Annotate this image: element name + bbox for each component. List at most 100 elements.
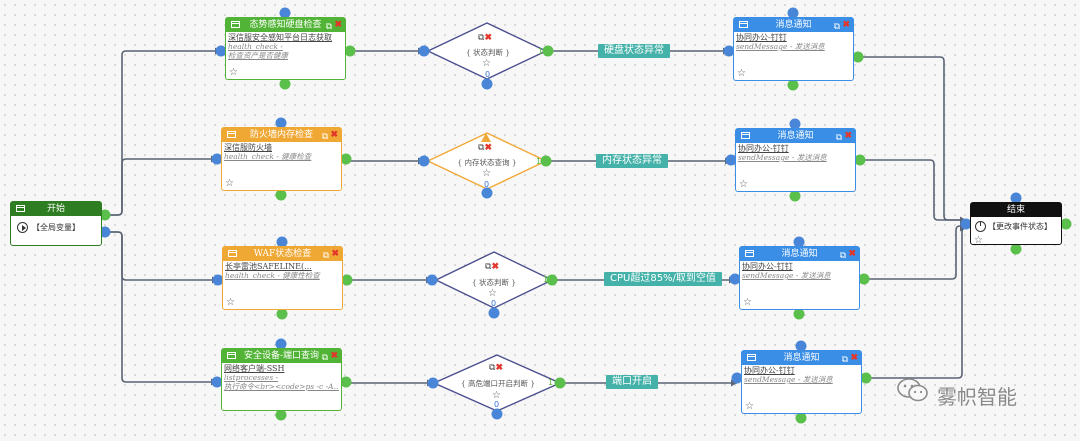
decision-4-text: { 高危端口开启判断 } [460, 379, 536, 388]
window-icon [741, 132, 750, 139]
connection-port [731, 372, 743, 384]
connection-port [795, 340, 807, 352]
task-node-firewall-memory[interactable]: 防火墙内存检查⧉✖ 深信服防火墙 health_check - 健康检查 ☆ [221, 127, 342, 191]
edge-label-disk-abnormal[interactable]: 硬盘状态异常 [598, 44, 670, 58]
star-icon[interactable]: ☆ [737, 68, 746, 79]
copy-icon[interactable]: ⧉ [325, 22, 332, 32]
connection-port [276, 236, 288, 248]
star-icon[interactable]: ☆ [482, 168, 491, 179]
start-title: 开始 [46, 204, 65, 214]
notify-node-4[interactable]: 消息通知⧉✖ 协同办公-钉钉 sendMessage - 发送消息 ☆ [741, 350, 862, 414]
star-icon[interactable]: ☆ [743, 297, 752, 308]
copy-icon[interactable]: ⧉ [489, 363, 496, 373]
edge-line [864, 225, 966, 280]
star-icon[interactable]: ☆ [225, 178, 234, 189]
star-icon[interactable]: ☆ [488, 288, 497, 299]
notify-app: 协同办公-钉钉 [742, 262, 793, 271]
delete-icon[interactable]: ✖ [850, 353, 858, 363]
delete-icon[interactable]: ✖ [848, 249, 856, 259]
task-title: WAF状态检查 [253, 249, 312, 259]
decision-3-tools: ⧉✖ [485, 262, 499, 272]
notify-title: 消息通知 [783, 353, 820, 363]
connection-port [789, 118, 801, 130]
notify-node-1[interactable]: 消息通知⧉✖ 协同办公-钉钉 sendMessage - 发送消息 ☆ [733, 17, 854, 81]
star-icon[interactable]: ☆ [974, 235, 983, 246]
star-icon[interactable]: ☆ [739, 179, 748, 190]
task-action: listprocesses - [224, 373, 279, 382]
star-icon[interactable]: ☆ [229, 67, 238, 78]
copy-icon[interactable]: ⧉ [485, 262, 492, 272]
power-icon[interactable] [975, 221, 986, 232]
connection-port [787, 7, 799, 19]
edge-line [102, 231, 217, 383]
connection-port [279, 7, 291, 19]
task-node-port-query[interactable]: 安全设备-端口查询⧉✖ 网络客户端-SSH listprocesses - 执行… [221, 348, 342, 411]
copy-icon[interactable]: ⧉ [478, 143, 485, 153]
copy-icon[interactable]: ⧉ [478, 33, 485, 43]
delete-icon[interactable]: ✖ [491, 262, 499, 272]
delete-icon[interactable]: ✖ [842, 20, 850, 30]
notify-node-3[interactable]: 消息通知⧉✖ 协同办公-钉钉 sendMessage - 发送消息 ☆ [739, 246, 860, 310]
delete-icon[interactable]: ✖ [484, 33, 492, 43]
task-desc: 检查资产是否健康 [228, 51, 288, 60]
star-icon[interactable]: ☆ [226, 297, 235, 308]
star-icon[interactable]: ☆ [745, 401, 754, 412]
connection-port [418, 155, 430, 167]
task-app: 长亭雷池SAFELINE(... [225, 262, 312, 271]
edge-line [858, 56, 966, 221]
delete-icon[interactable]: ✖ [844, 131, 852, 141]
edge-label-memory-abnormal[interactable]: 内存状态异常 [596, 154, 668, 168]
connection-port [1010, 243, 1022, 255]
task-node-waf-status[interactable]: WAF状态检查 ⧉✖ 长亭雷池SAFELINE(... health_check … [222, 246, 343, 310]
end-node[interactable]: 结束 【更改事件状态】 ☆ [970, 202, 1062, 246]
decision-3-yes-port-label: 1 [543, 275, 549, 284]
copy-icon[interactable]: ⧉ [321, 132, 328, 142]
copy-icon[interactable]: ⧉ [841, 355, 848, 365]
edge-label-cpu-threshold[interactable]: CPU超过85%/取到空值 [604, 272, 722, 286]
task-action: health_check - [228, 42, 283, 51]
connection-port [960, 218, 972, 230]
task-node-disk-check[interactable]: 态势感知硬盘检查⧉✖ 深信服安全感知平台日志获取 health_check - … [225, 17, 346, 80]
copy-icon[interactable]: ⧉ [839, 251, 846, 261]
connection-port [341, 274, 353, 286]
connection-port [340, 376, 352, 388]
connection-port [795, 412, 807, 424]
copy-icon[interactable]: ⧉ [322, 251, 329, 261]
connection-port [481, 78, 493, 90]
connection-port [99, 209, 111, 221]
delete-icon[interactable]: ✖ [334, 20, 342, 30]
notify-title: 消息通知 [777, 131, 814, 141]
delete-icon[interactable]: ✖ [331, 249, 339, 259]
task-action: health_check - 健康性检查 [225, 271, 320, 280]
star-icon[interactable]: ☆ [492, 390, 501, 401]
task-title: 态势感知硬盘检查 [249, 20, 322, 30]
connection-port [275, 189, 287, 201]
decision-1-no-port-label: 0 [485, 70, 491, 79]
notify-action: sendMessage - 发送消息 [744, 375, 833, 384]
delete-icon[interactable]: ✖ [484, 143, 492, 153]
task-app: 网络客户端-SSH [224, 364, 285, 373]
decision-3-text: { 状态判断 } [471, 278, 517, 287]
notify-app: 协同办公-钉钉 [738, 144, 789, 153]
update-event-status-button[interactable]: 【更改事件状态】 [988, 222, 1052, 231]
connection-ports [99, 7, 1072, 424]
start-node[interactable]: 开始 【全局变量】 [10, 201, 102, 246]
notify-app: 协同办公-钉钉 [736, 33, 787, 42]
edge-line [866, 227, 967, 379]
copy-icon[interactable]: ⧉ [835, 133, 842, 143]
delete-icon[interactable]: ✖ [495, 363, 503, 373]
delete-icon[interactable]: ✖ [330, 130, 338, 140]
notify-node-2[interactable]: 消息通知 ⧉✖ 协同办公-钉钉 sendMessage - 发送消息 ☆ [735, 128, 856, 192]
star-icon[interactable]: ☆ [482, 58, 491, 69]
notify-action: sendMessage - 发送消息 [738, 153, 827, 162]
copy-icon[interactable]: ⧉ [833, 22, 840, 32]
delete-icon[interactable]: ✖ [330, 351, 338, 361]
edge-label-port-open[interactable]: 端口开启 [606, 375, 658, 389]
notify-action: sendMessage - 发送消息 [742, 271, 831, 280]
connection-port [418, 45, 430, 57]
end-title: 结束 [1006, 205, 1025, 215]
connection-port [852, 51, 864, 63]
copy-icon[interactable]: ⧉ [321, 353, 328, 363]
global-vars-button[interactable]: 【全局变量】 [32, 223, 80, 232]
play-icon[interactable] [17, 222, 28, 233]
